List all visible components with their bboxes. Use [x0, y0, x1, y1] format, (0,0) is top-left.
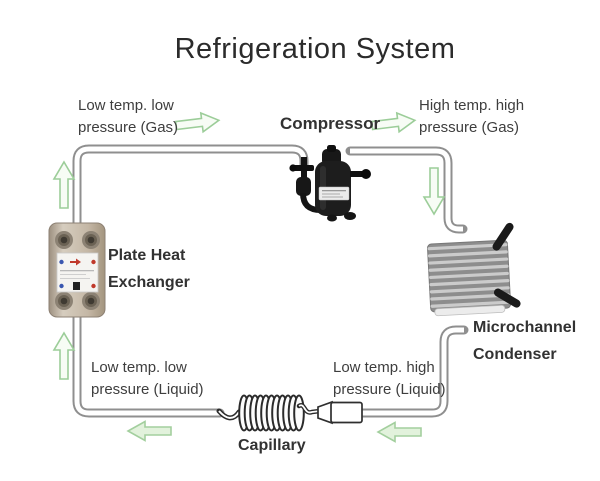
capillary-image [216, 394, 323, 432]
page-title: Refrigeration System [174, 33, 456, 65]
flow-label-top-right-line2: pressure (Gas) [419, 119, 520, 136]
compressor-label: Compressor [280, 114, 381, 133]
pipe-evaporator-to-compressor [72, 144, 309, 235]
plate-heat-exchanger-label-line1: Plate Heat [108, 247, 186, 264]
plate-heat-exchanger-label-line2: Exchanger [108, 274, 190, 291]
flow-arrow-right-top-left-icon [174, 111, 221, 134]
microchannel-condenser-label: Microchannel Condenser [473, 314, 576, 368]
pipe-condenser-to-filter [357, 325, 469, 418]
flow-label-top-right-line1: High temp. high [419, 97, 525, 114]
flow-label-top-left-line2: pressure (Gas) [78, 119, 179, 136]
plate-heat-exchanger-image [48, 222, 106, 318]
filter-drier-image [317, 400, 363, 425]
flow-label-top-left: Low temp. low pressure (Gas) [78, 95, 178, 139]
flow-label-bottom-right-line2: pressure (Liquid) [333, 381, 446, 398]
flow-arrow-up-lower-icon [52, 331, 76, 380]
condenser-outlet-tube [493, 288, 521, 308]
flow-label-bottom-right-line1: Low temp. high [333, 359, 435, 376]
pipe-compressor-to-condenser [345, 146, 468, 234]
flow-label-bottom-left: Low temp. low pressure (Liquid) [91, 357, 204, 401]
flow-arrow-left-bottom-right-icon [376, 421, 422, 443]
heat-exchanger-ports [55, 231, 100, 310]
capillary-label: Capillary [238, 437, 306, 454]
compressor-image [289, 145, 371, 222]
plate-heat-exchanger-label: Plate Heat Exchanger [108, 242, 190, 296]
pipe-capillary-to-evaporator [72, 309, 225, 418]
flow-label-bottom-left-line1: Low temp. low [91, 359, 187, 376]
flow-arrow-down-icon [422, 167, 446, 216]
microchannel-condenser-label-line2: Condenser [473, 346, 557, 363]
flow-label-bottom-left-line2: pressure (Liquid) [91, 381, 204, 398]
flow-arrow-left-bottom-left-icon [126, 420, 172, 442]
microchannel-condenser-label-line1: Microchannel [473, 319, 577, 336]
microchannel-condenser-image [427, 222, 521, 317]
flow-label-bottom-right: Low temp. high pressure (Liquid) [333, 357, 446, 401]
flow-arrow-right-top-right-icon [370, 111, 417, 134]
flow-label-top-left-line1: Low temp. low [78, 97, 174, 114]
flow-arrow-up-upper-icon [52, 160, 76, 209]
condenser-inlet-tube [492, 222, 514, 251]
flow-label-top-right: High temp. high pressure (Gas) [419, 95, 524, 139]
